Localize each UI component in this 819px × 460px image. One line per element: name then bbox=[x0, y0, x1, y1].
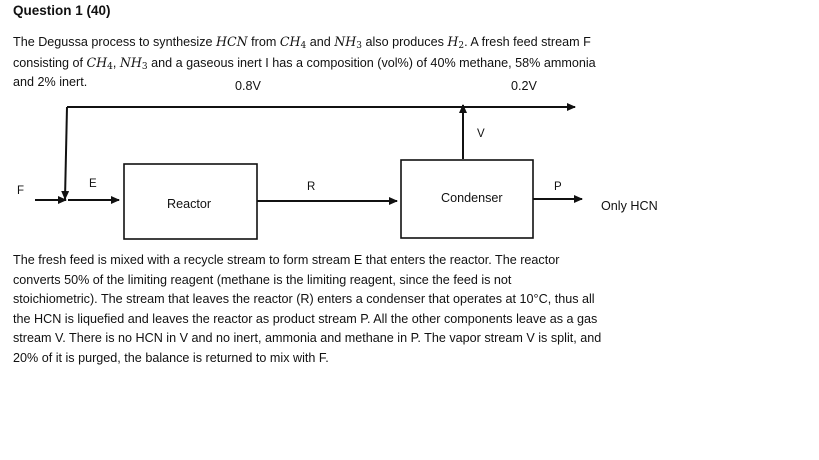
intro-text: also produces bbox=[361, 35, 448, 49]
split-purge-label: 0.2V bbox=[511, 79, 538, 93]
formula-symbol: H bbox=[447, 34, 459, 49]
description-line: stoichiometric). The stream that leaves … bbox=[13, 292, 595, 306]
intro-text: and bbox=[306, 35, 335, 49]
formula-subscript: 3 bbox=[141, 61, 148, 72]
intro-text: The Degussa process to synthesize bbox=[13, 35, 217, 49]
condenser-label: Condenser bbox=[441, 191, 503, 205]
stream-r-label: R bbox=[307, 181, 315, 193]
description-line: the HCN is liquefied and leaves the reac… bbox=[13, 311, 598, 326]
description-line: The fresh feed is mixed with a recycle s… bbox=[13, 253, 560, 267]
stream-e-label: E bbox=[89, 178, 97, 190]
intro-line-3: and 2% inert. bbox=[13, 75, 88, 89]
description-line: converts 50% of the limiting reagent (me… bbox=[13, 272, 512, 287]
problem-description: The fresh feed is mixed with a recycle s… bbox=[13, 251, 601, 368]
description-line: stream V. There is no HCN in V and no in… bbox=[13, 331, 602, 345]
intro-line-2: consisting of CH4, NH3 and a gaseous ine… bbox=[13, 53, 596, 74]
formula-symbol: NH bbox=[334, 34, 357, 49]
formula-subscript: 2 bbox=[458, 41, 465, 51]
intro-line-1: The Degussa process to synthesize HCN fr… bbox=[13, 32, 596, 53]
formula-nh3: NH3 bbox=[334, 34, 362, 51]
formula-subscript: 3 bbox=[356, 41, 362, 51]
formula-ch4: CH4 bbox=[86, 54, 113, 72]
formula-h2: H2 bbox=[447, 34, 465, 51]
question-heading: Question 1 (40) bbox=[13, 3, 111, 18]
description-line: 20% of it is purged, the balance is retu… bbox=[13, 350, 329, 365]
formula-ch4: CH4 bbox=[279, 34, 307, 51]
formula-symbol: CH bbox=[279, 34, 301, 49]
product-label: Only HCN bbox=[601, 199, 658, 213]
formula-hcn: HCN bbox=[216, 34, 248, 49]
intro-text: . A fresh feed stream F bbox=[464, 35, 591, 49]
reactor-label: Reactor bbox=[167, 197, 211, 211]
problem-intro: The Degussa process to synthesize HCN fr… bbox=[13, 32, 596, 93]
intro-text: from bbox=[247, 35, 280, 49]
reactor-block bbox=[123, 163, 258, 240]
formula-symbol: CH bbox=[86, 54, 108, 70]
intro-text: consisting of bbox=[13, 55, 87, 70]
condenser-block bbox=[400, 159, 534, 239]
formula-nh3: NH3 bbox=[119, 54, 148, 72]
stream-f-label: F bbox=[17, 185, 24, 197]
stream-v-label: V bbox=[477, 128, 485, 140]
split-recycle-label: 0.8V bbox=[235, 79, 262, 93]
intro-text: and a gaseous inert I has a composition … bbox=[147, 55, 596, 70]
formula-symbol: NH bbox=[119, 54, 142, 70]
recycle-down-line bbox=[61, 106, 70, 200]
intro-text: , bbox=[112, 55, 120, 70]
formula-subscript: 4 bbox=[300, 41, 307, 51]
stream-p-label: P bbox=[554, 181, 562, 193]
formula-subscript: 4 bbox=[107, 61, 113, 72]
